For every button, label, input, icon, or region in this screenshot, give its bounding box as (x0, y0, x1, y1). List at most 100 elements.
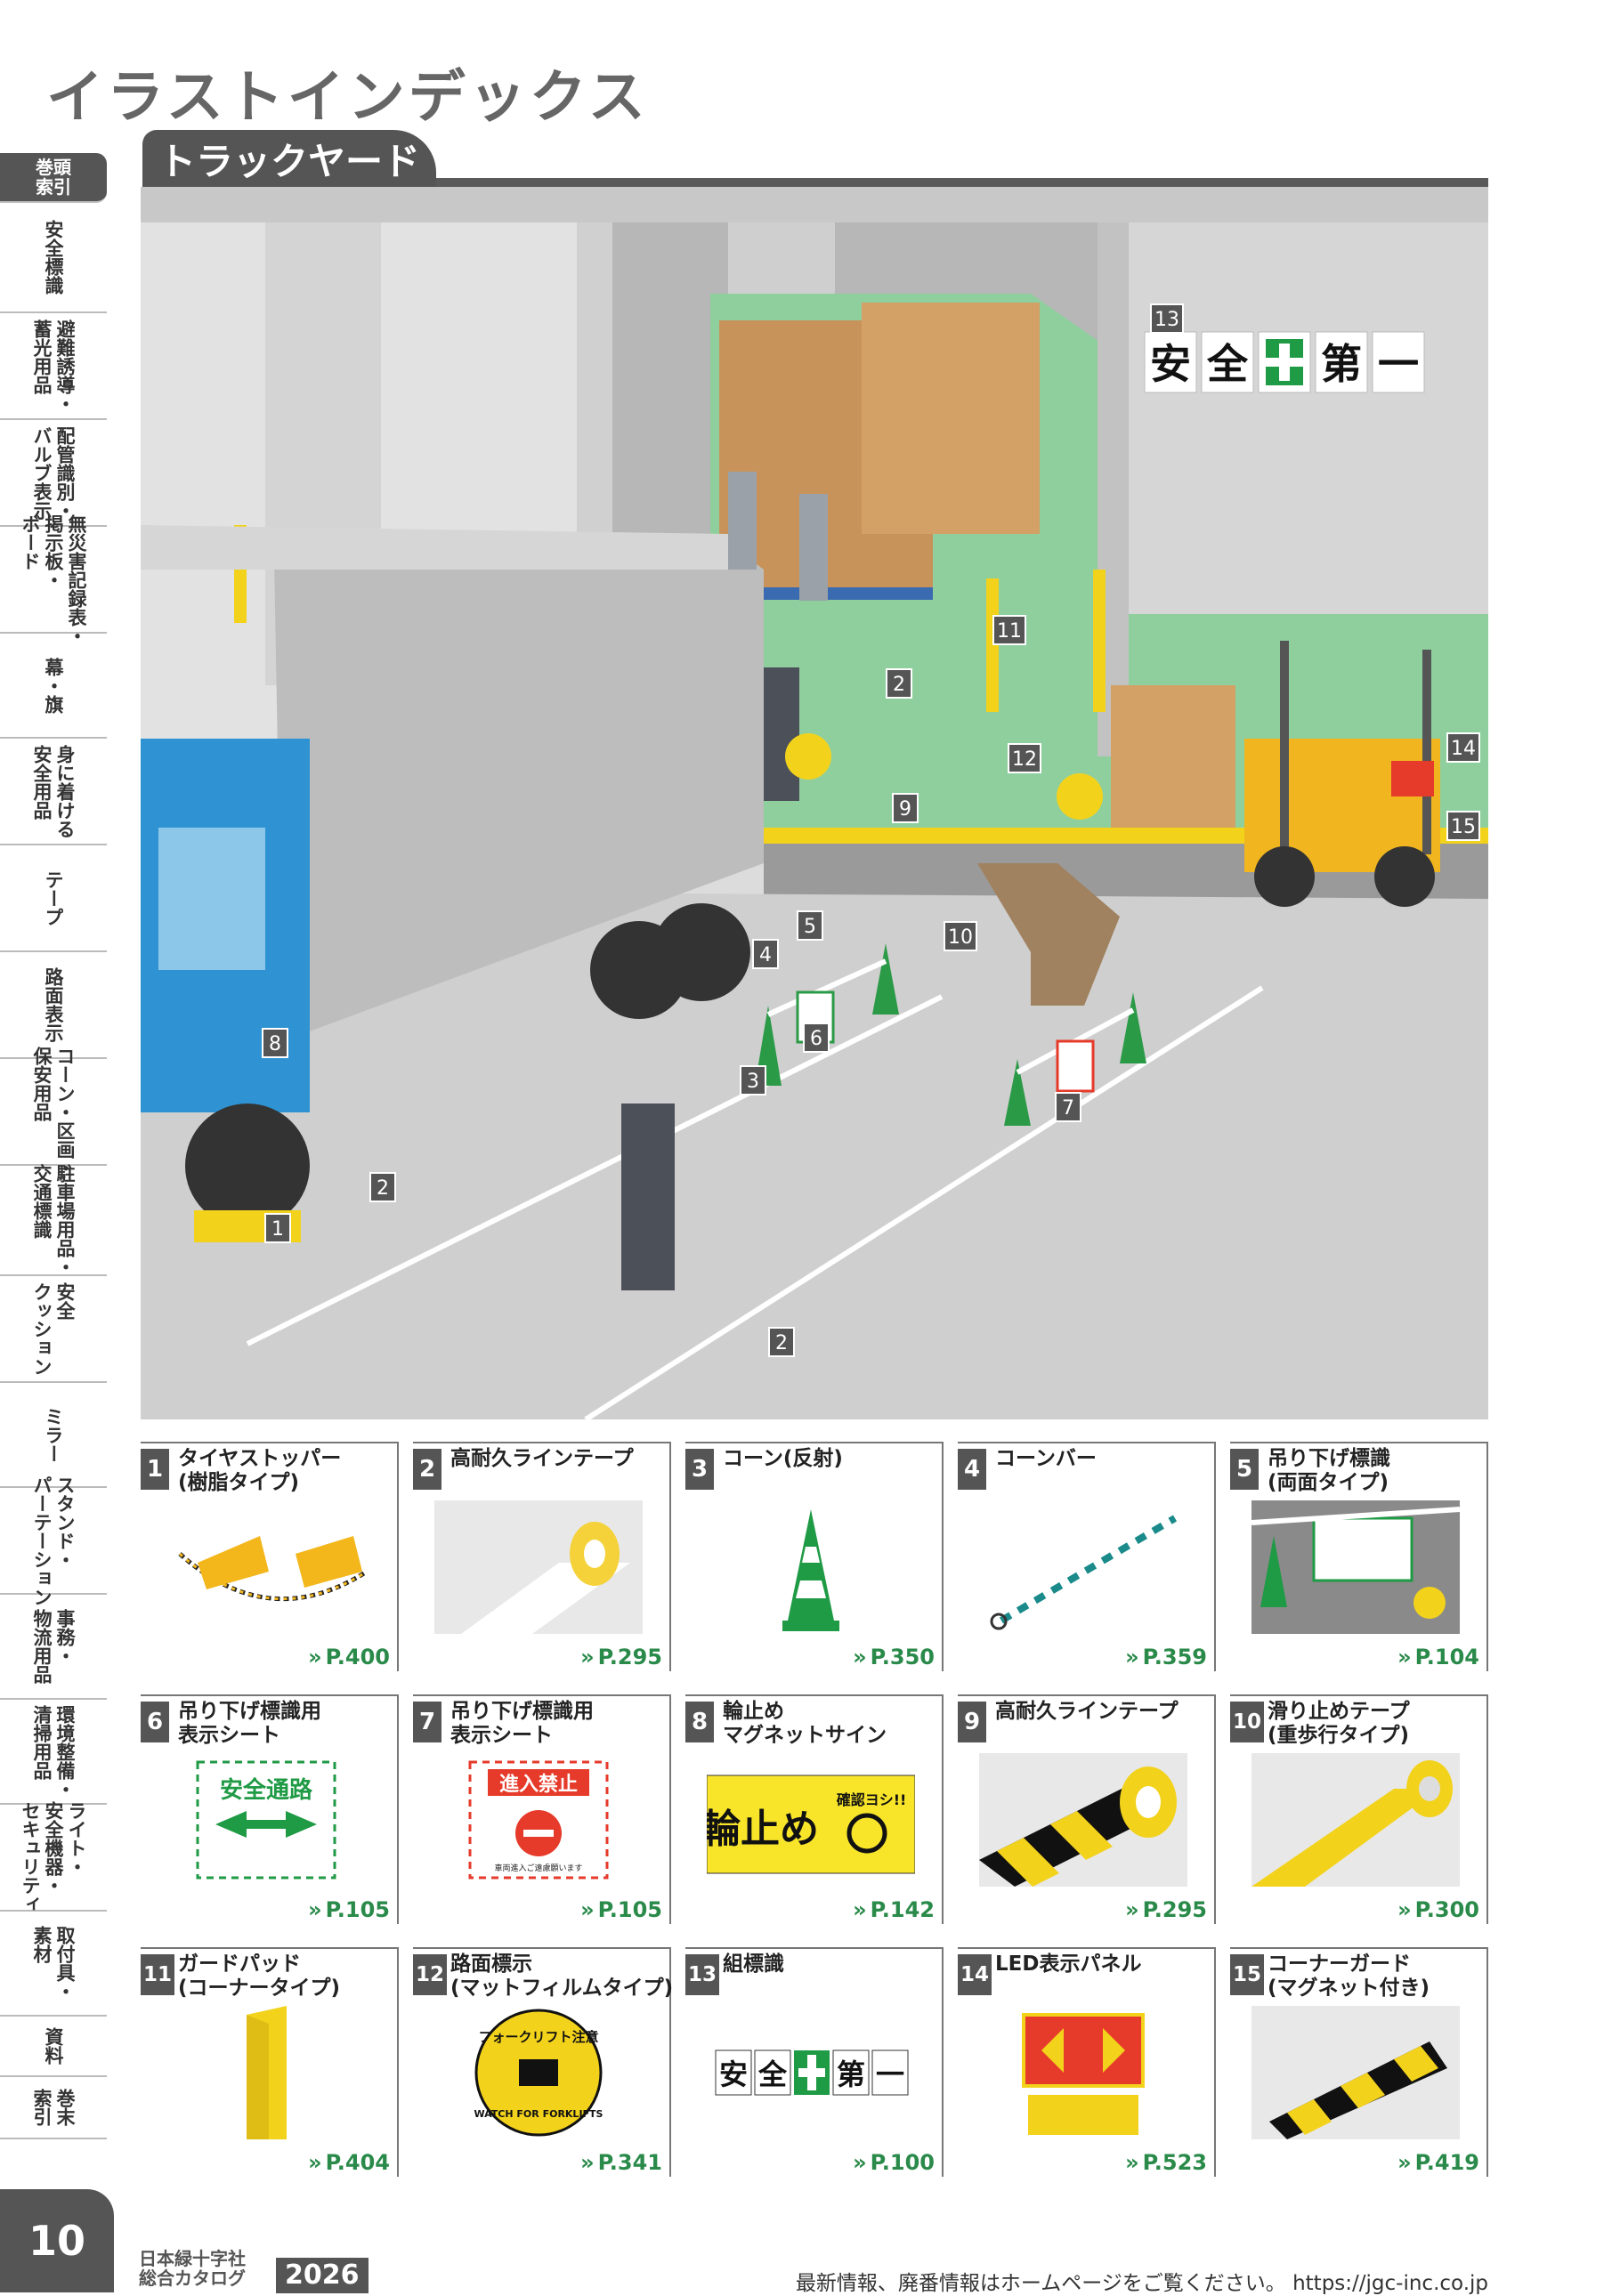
product-page-link[interactable]: »P.523 (1125, 2150, 1207, 2175)
sign-char: 一 (1378, 340, 1419, 388)
callout-number: 9 (899, 798, 911, 821)
sidebar-item-9[interactable]: コーン・区画・ 保安用品 (0, 1047, 107, 1177)
sidebar-item-7[interactable]: テープ (0, 845, 107, 952)
double-chevron-right-icon: » (308, 2150, 322, 2175)
product-number: 9 (958, 1702, 986, 1742)
sidebar-item-label: 路面表示 (43, 967, 64, 1042)
sidebar-item-label: 環境整備・ 清掃用品 (31, 1704, 76, 1799)
sidebar-item-6[interactable]: 身に着ける 安全用品 (0, 739, 107, 845)
sidebar-item-18[interactable]: 資料 (0, 2017, 107, 2077)
sidebar-item-16[interactable]: ライト・ 安全機器・ セキュリティ (0, 1801, 107, 1913)
callout-number: 2 (893, 674, 905, 696)
product-name: 高耐久ラインテープ (995, 1700, 1179, 1723)
forklift-floor-sign (785, 733, 831, 780)
product-page-link[interactable]: »P.142 (853, 1897, 935, 1922)
page-ref: P.350 (870, 1645, 935, 1669)
sidebar-item-3[interactable]: 配管識別・ バルブ表示 (0, 420, 107, 527)
wall-sign-anzen-daiichi: 安 全 第 一 (1144, 331, 1425, 393)
product-image (979, 1753, 1187, 1887)
product-number: 13 (685, 1954, 719, 1995)
product-page-link[interactable]: »P.359 (1125, 1645, 1207, 1669)
sidebar-item-13[interactable]: スタンド・ パーテーション (0, 1475, 107, 1606)
sidebar-item-19[interactable]: 巻末 索引 (0, 2077, 107, 2139)
product-page-link[interactable]: »P.404 (308, 2150, 390, 2175)
callout-number: 14 (1451, 738, 1476, 760)
sidebar-item-0[interactable]: 巻頭 索引 (0, 153, 107, 203)
product-page-link[interactable]: »P.105 (308, 1897, 390, 1922)
product-page-link[interactable]: »P.295 (580, 1645, 662, 1669)
sidebar-item-17[interactable]: 取付具・ 素材 (0, 1912, 107, 2017)
sign-char: 全 (757, 2058, 788, 2091)
sign-char: 安 (719, 2058, 748, 2091)
product-image (162, 2006, 370, 2139)
page-ref: P.104 (1414, 1645, 1479, 1669)
sidebar-item-8[interactable]: 路面表示 (0, 952, 107, 1059)
product-number: 5 (1230, 1449, 1259, 1490)
product-page-link[interactable]: »P.350 (853, 1645, 935, 1669)
sidebar-item-5[interactable]: 幕・旗 (0, 634, 107, 739)
dock-stairs (977, 863, 1120, 1006)
sidebar-item-2[interactable]: 避難誘導・ 蓄光用品 (0, 313, 107, 420)
sidebar-item-1[interactable]: 安全標識 (0, 203, 107, 313)
product-name: コーナーガード (マグネット付き) (1268, 1952, 1430, 2000)
sidebar-item-15[interactable]: 環境整備・ 清掃用品 (0, 1700, 107, 1805)
sidebar-item-label: 事務・ 物流用品 (31, 1609, 76, 1684)
product-page-link[interactable]: »P.419 (1397, 2150, 1479, 2175)
sign-sub: 確認ヨシ!! (837, 1791, 907, 1808)
catalog-year: 2026 (276, 2258, 369, 2293)
sidebar-item-10[interactable]: 駐車場用品・ 交通標識 (0, 1164, 107, 1276)
sidebar-item-label: 身に着ける 安全用品 (31, 744, 76, 838)
product-image (707, 1500, 915, 1634)
callout-number: 4 (759, 944, 772, 966)
sidebar-item-4[interactable]: 無災害記録表・ 掲示板・ ボード (0, 514, 107, 645)
product-page-link[interactable]: »P.295 (1125, 1897, 1207, 1922)
double-chevron-right-icon: » (1397, 1897, 1412, 1922)
product-number: 7 (413, 1702, 441, 1742)
sign-label: 進入禁止 (499, 1773, 578, 1796)
sidebar-item-11[interactable]: 安全 クッション (0, 1276, 107, 1383)
callout-number: 13 (1154, 309, 1179, 331)
callout-number: 6 (810, 1028, 822, 1050)
product-name: 滑り止めテープ (重歩行タイプ) (1268, 1700, 1410, 1747)
page-ref: P.400 (325, 1645, 390, 1669)
sidebar-item-14[interactable]: 事務・ 物流用品 (0, 1595, 107, 1700)
product-name: コーン(反射) (723, 1447, 843, 1470)
double-chevron-right-icon: » (580, 1897, 595, 1922)
product-page-link[interactable]: »P.300 (1397, 1897, 1479, 1922)
product-image: 安全第一 (707, 2006, 915, 2139)
callout-number: 2 (775, 1332, 788, 1354)
product-name: 吊り下げ標識用 表示シート (450, 1700, 594, 1747)
product-page-link[interactable]: »P.100 (853, 2150, 935, 2175)
product-card-9[interactable]: 9 高耐久ラインテープ »P.295 (958, 1694, 1216, 1924)
product-name: LED表示パネル (995, 1952, 1142, 1976)
page-ref: P.105 (597, 1897, 662, 1922)
product-page-link[interactable]: »P.105 (580, 1897, 662, 1922)
product-name: ガードパッド (コーナータイプ) (178, 1952, 341, 2000)
product-page-link[interactable]: »P.341 (580, 2150, 662, 2175)
page-ref: P.341 (597, 2150, 662, 2175)
product-page-link[interactable]: »P.104 (1397, 1645, 1479, 1669)
section-header: トラックヤード (142, 130, 1488, 187)
product-image (1251, 2006, 1460, 2139)
sidebar-item-label: 幕・旗 (43, 657, 64, 714)
double-chevron-right-icon: » (1125, 1645, 1139, 1669)
product-page-link[interactable]: »P.400 (308, 1645, 390, 1669)
product-image: 安全通路 (162, 1753, 370, 1887)
product-name: 高耐久ラインテープ (450, 1447, 634, 1470)
sidebar-item-12[interactable]: ミラー (0, 1383, 107, 1488)
